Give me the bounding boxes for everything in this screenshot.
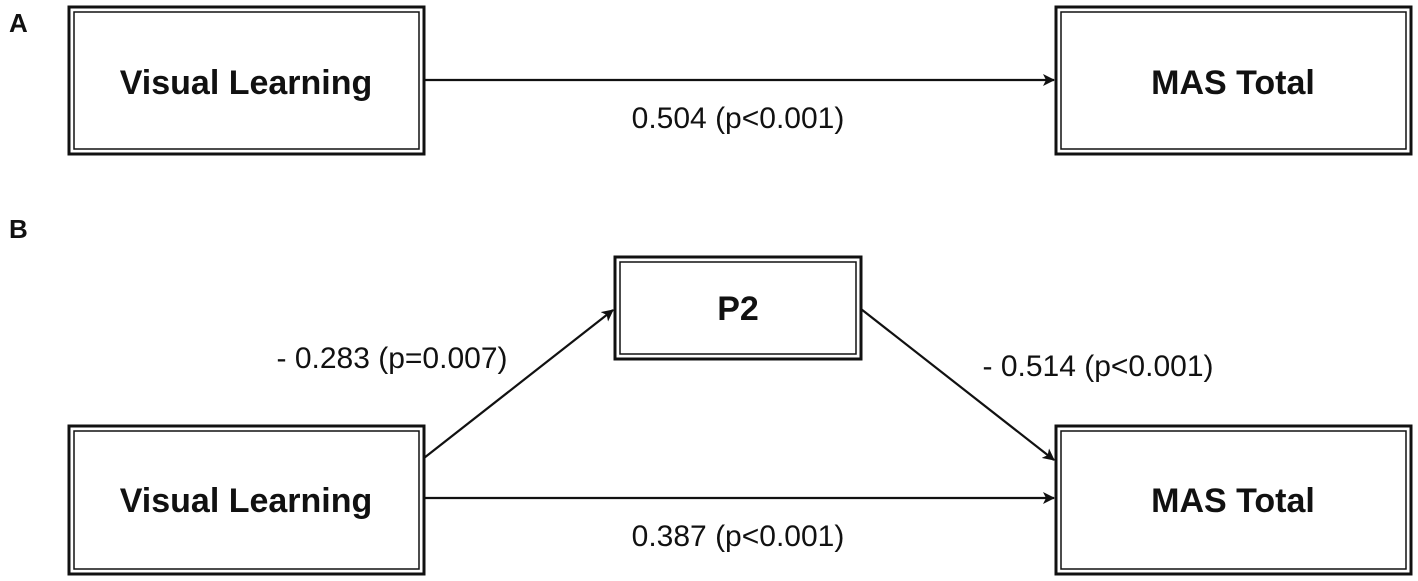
panel-a-visual-learning-node: Visual Learning: [67, 5, 426, 156]
panel-a-mas-total-node: MAS Total: [1054, 5, 1413, 156]
panel-b-source-to-mediator-arrow: [423, 309, 614, 459]
panel-a-visual-learning-label: Visual Learning: [120, 64, 373, 102]
panel-b-mas-total-label: MAS Total: [1151, 482, 1315, 520]
panel-b-p2-node: P2: [613, 255, 863, 361]
panel-b-source-to-mediator-label: - 0.283 (p=0.007): [277, 342, 508, 375]
panel-b-mas-total-node: MAS Total: [1054, 424, 1413, 576]
panel-a: A Visual Learning MAS Total 0.504 (p<0.0…: [9, 5, 1413, 156]
panel-b: B P2 Visual Learning MAS Total - 0.283 (…: [9, 214, 1413, 576]
panel-b-mediator-to-target-arrow: [860, 308, 1055, 461]
panel-b-visual-learning-label: Visual Learning: [120, 482, 373, 520]
panel-a-letter: A: [9, 8, 28, 38]
panel-b-direct-edge-label: 0.387 (p<0.001): [632, 520, 845, 553]
panel-a-direct-edge-label: 0.504 (p<0.001): [632, 102, 845, 135]
panel-b-letter: B: [9, 214, 28, 244]
panel-b-p2-label: P2: [717, 290, 759, 328]
panel-a-mas-total-label: MAS Total: [1151, 64, 1315, 102]
panel-b-visual-learning-node: Visual Learning: [67, 424, 426, 576]
panel-b-mediator-to-target-label: - 0.514 (p<0.001): [983, 350, 1214, 383]
